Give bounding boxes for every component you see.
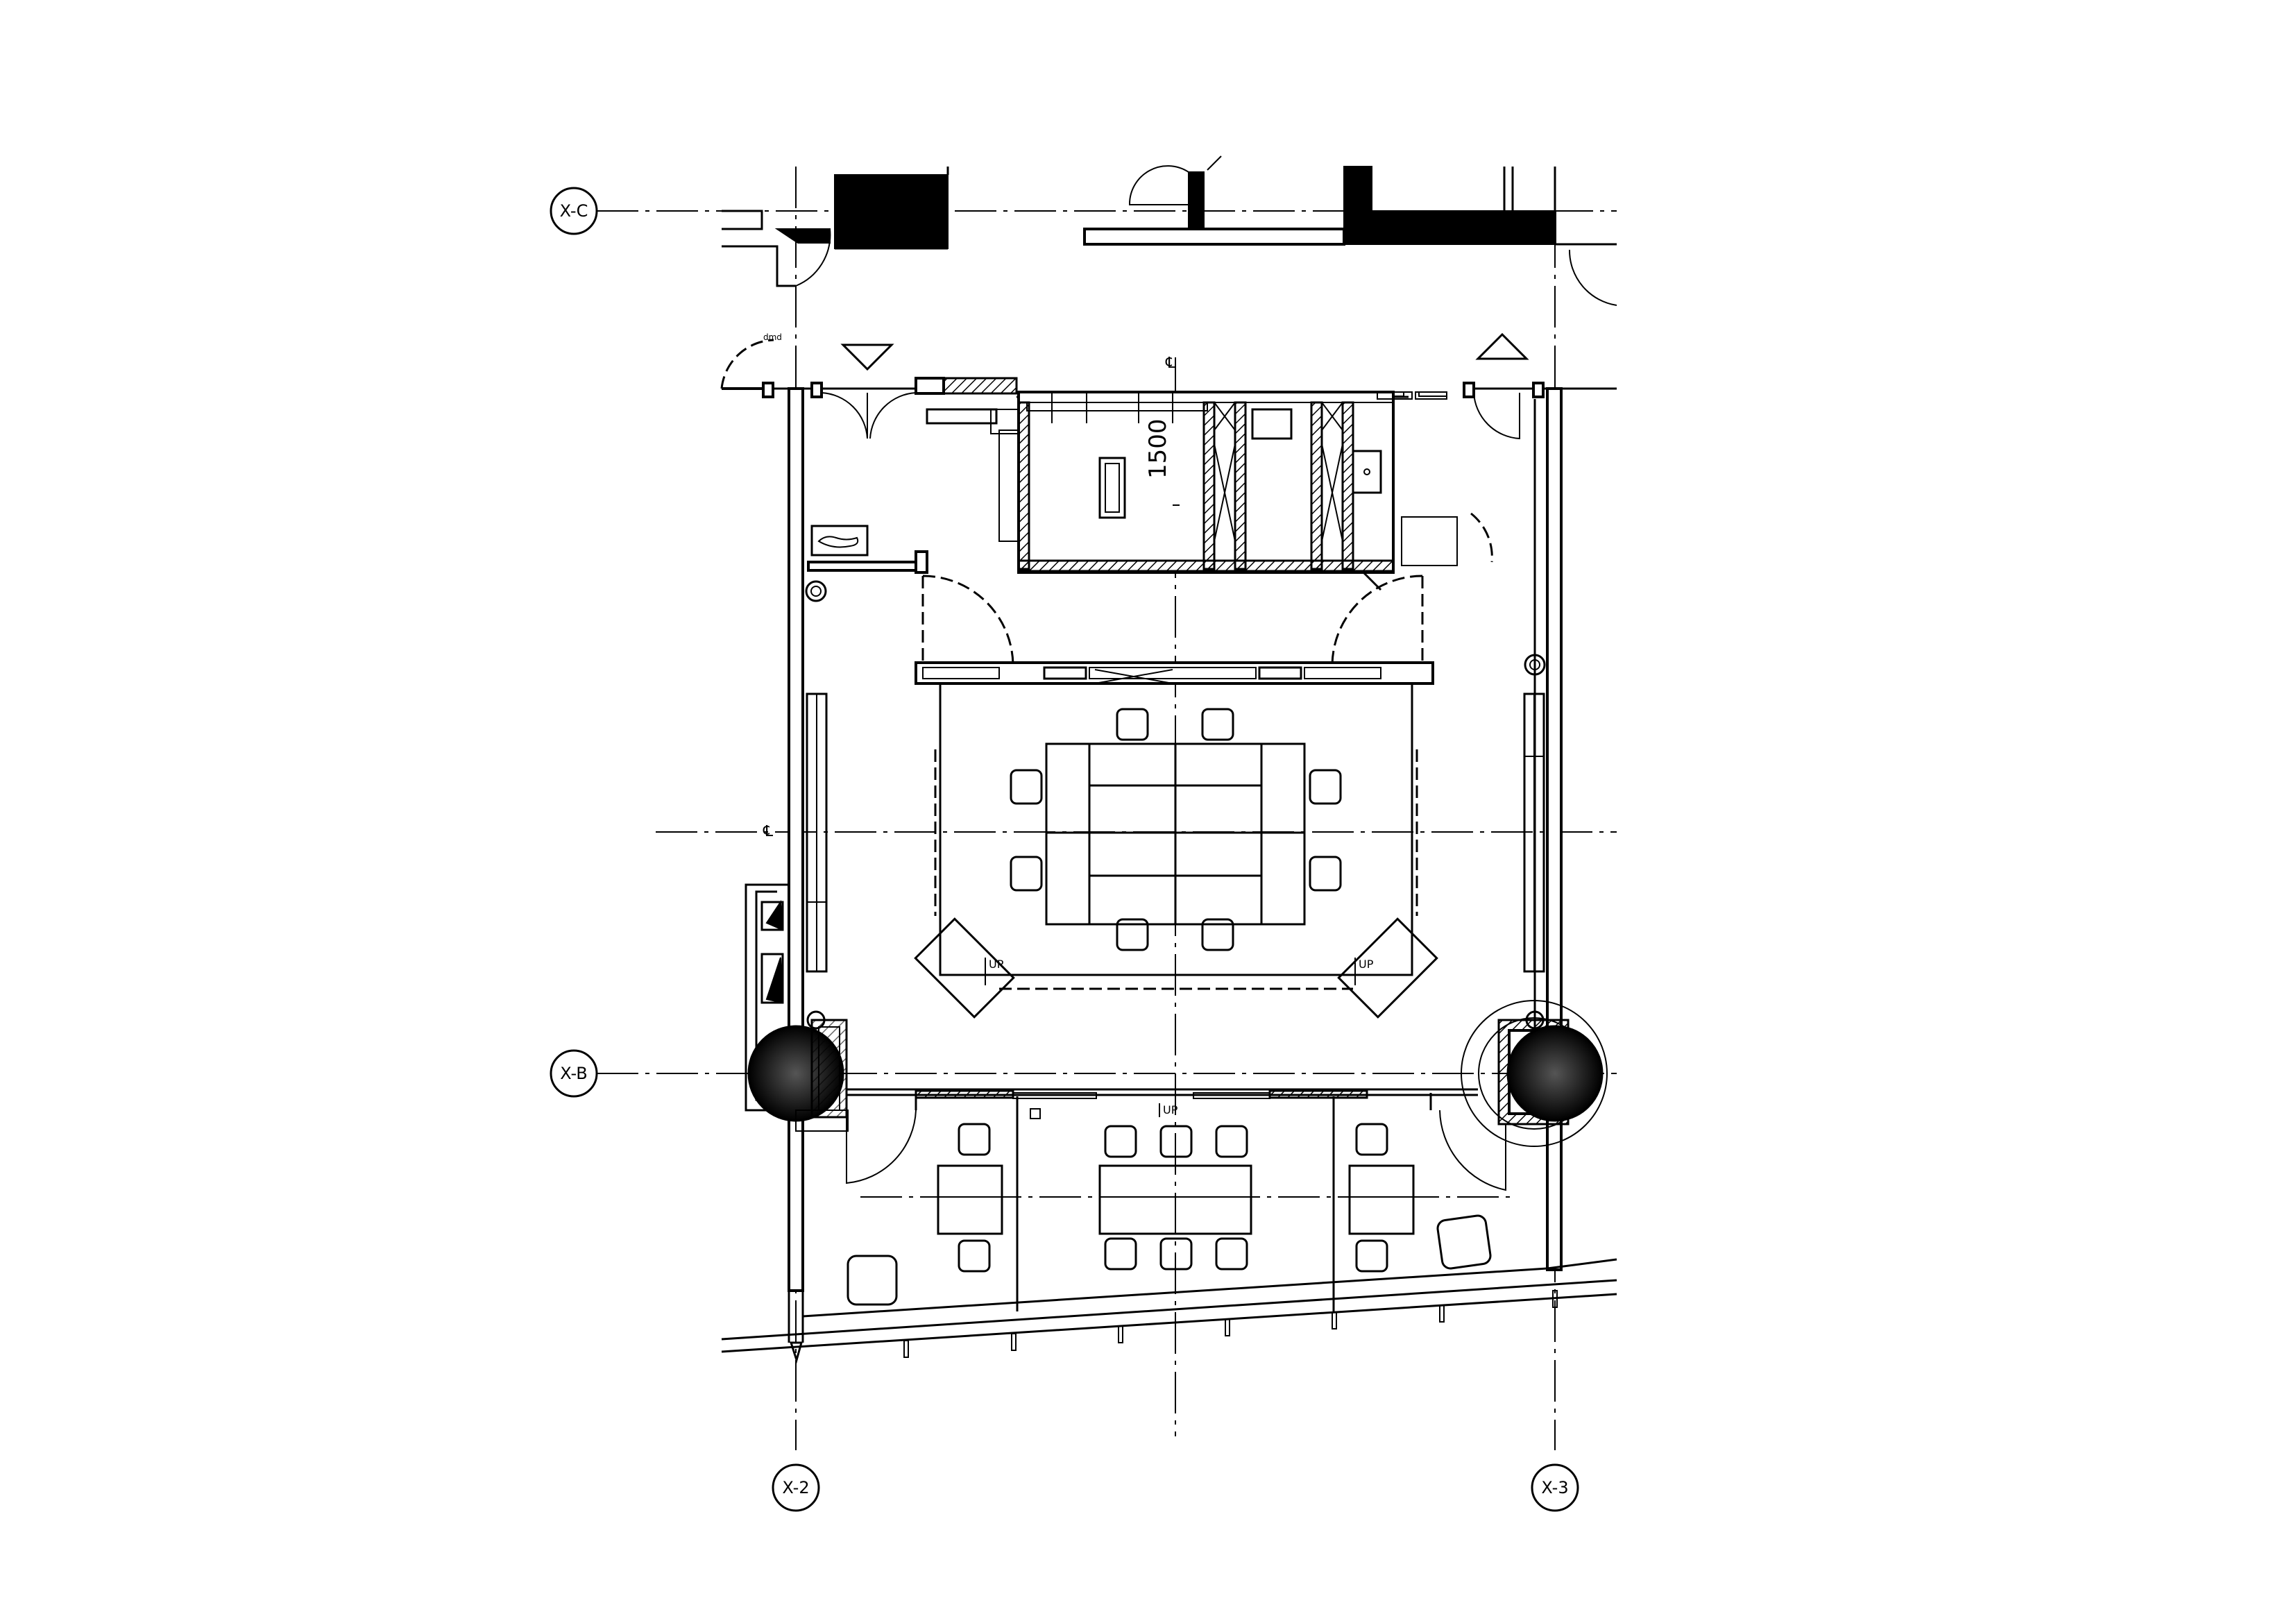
chair <box>1215 1125 1248 1158</box>
lobby-swing-doors <box>921 575 1424 667</box>
sink-icon <box>1352 450 1382 494</box>
corner-stair-left <box>914 917 1015 1019</box>
meeting-area: UP UP <box>914 661 1438 1019</box>
section-mark-down-icon <box>840 343 894 371</box>
south-facade <box>721 1258 1617 1358</box>
desk <box>1348 1164 1415 1235</box>
grid-bubble-x-2: X-2 <box>772 1463 820 1512</box>
service-fixture <box>1098 457 1126 519</box>
washbasin-icon <box>810 525 869 556</box>
north-wall: dmd <box>720 332 1617 398</box>
door-leaf-left <box>774 228 831 244</box>
fire-hydrant-icon <box>1524 654 1546 676</box>
column-left <box>747 1010 849 1132</box>
grid-lines <box>597 167 1617 1450</box>
chair <box>1201 708 1234 741</box>
fire-hydrant-icon <box>805 580 827 602</box>
door-tag: dmd <box>763 332 782 342</box>
chair <box>1355 1239 1388 1273</box>
wall-block-right <box>1343 166 1372 245</box>
wall-block-left <box>834 174 949 249</box>
chair <box>1159 1237 1193 1271</box>
lower-partition: UP <box>846 1088 1506 1311</box>
chair <box>1010 769 1043 805</box>
chair <box>1104 1237 1137 1271</box>
chair <box>1116 918 1149 951</box>
chair <box>1309 856 1342 892</box>
stair-up-label: UP <box>1359 958 1374 971</box>
office-centre-furniture <box>1098 1125 1252 1271</box>
chair <box>1010 856 1043 892</box>
chair <box>1104 1125 1137 1158</box>
west-wall <box>788 387 804 1364</box>
desk <box>1098 1164 1252 1235</box>
centerline-mark: ℄ <box>1165 355 1176 372</box>
side-panels: ℄ <box>763 654 1546 973</box>
top-building-strip <box>722 155 1617 306</box>
dimension-label: 1500 <box>1144 418 1172 479</box>
chair <box>1355 1123 1388 1156</box>
grid-bubble-x-3: X-3 <box>1531 1463 1579 1512</box>
door-leaf-top <box>1188 171 1205 230</box>
centerline-mark: ℄ <box>763 823 774 840</box>
left-utility-niche <box>805 525 928 602</box>
stair-up-label: UP <box>1163 1103 1178 1116</box>
armchair <box>847 1255 898 1306</box>
grid-bubble-label: X-2 <box>782 1478 809 1497</box>
grid-bubble-x-c: X-C <box>550 187 635 235</box>
grid-bubble-label: X-3 <box>1541 1478 1568 1497</box>
chair <box>1159 1125 1193 1158</box>
desk <box>937 1164 1003 1235</box>
entrance-doors-right <box>1375 332 1529 440</box>
service-core: 1500 ℄ <box>926 355 1493 591</box>
armchair <box>1436 1214 1492 1270</box>
column-right <box>1461 1000 1608 1147</box>
chair <box>1116 708 1149 741</box>
chair <box>1309 769 1342 805</box>
office-left-furniture <box>847 1123 1003 1306</box>
entrance-doors-left <box>821 343 917 439</box>
grid-bubble-label: X-B <box>560 1064 588 1083</box>
office-right-furniture <box>1348 1123 1492 1273</box>
stair-up-label: UP <box>989 958 1004 971</box>
section-mark-up-icon <box>1475 332 1529 360</box>
corner-stair-right <box>1337 917 1438 1019</box>
chair <box>1201 918 1234 951</box>
chair <box>958 1123 991 1156</box>
grid-bubble-label: X-C <box>560 201 588 221</box>
chair <box>958 1239 991 1273</box>
east-wall <box>1533 387 1563 1271</box>
grid-bubble-x-b: X-B <box>550 1049 635 1098</box>
chair <box>1215 1237 1248 1271</box>
